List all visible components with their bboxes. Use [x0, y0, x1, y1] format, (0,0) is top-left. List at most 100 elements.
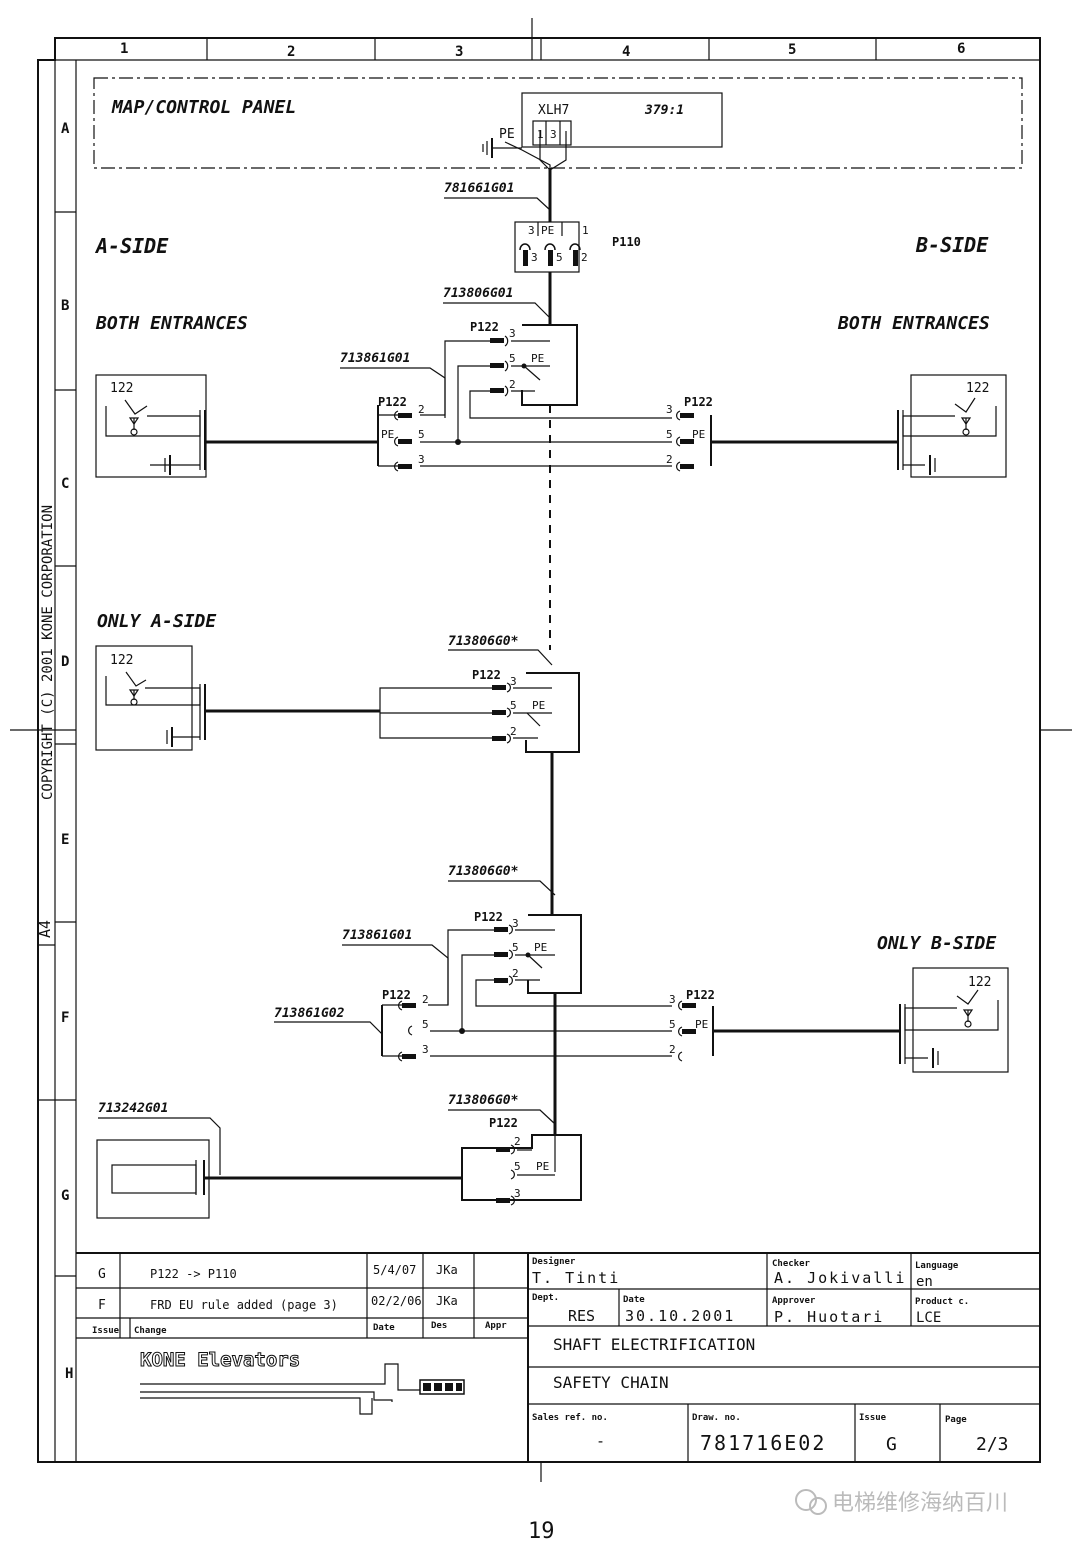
- rev-change: P122 -> P110: [150, 1267, 237, 1281]
- drawing-frame: [10, 18, 1072, 1482]
- drawing-number: 781716E02: [700, 1431, 826, 1455]
- pin-label: 3: [418, 453, 425, 466]
- door-switch-box-a: 122: [95, 374, 207, 478]
- company-name: KONE Elevators: [140, 1349, 300, 1371]
- column-label: 1: [120, 41, 128, 57]
- pin-label: 2: [669, 1043, 676, 1056]
- column-label: 5: [788, 42, 796, 58]
- column-label: 2: [287, 44, 295, 60]
- page-value: 2/3: [976, 1434, 1009, 1455]
- both-entrances-a-label: BOTH ENTRANCES: [95, 313, 248, 334]
- rev-designer: JKa: [436, 1294, 458, 1308]
- cable-label: 713806G0*: [448, 1093, 519, 1108]
- control-panel: MAP/CONTROL PANEL XLH7 379:1 1 3 PE: [93, 77, 1023, 171]
- field-label: Designer: [532, 1256, 576, 1267]
- pe-label: PE: [531, 352, 544, 365]
- dept-value: RES: [568, 1307, 595, 1325]
- connector-p122-b: P122 3 5 PE 2: [666, 395, 713, 472]
- pin-label: 5: [669, 1018, 676, 1031]
- field-label: Dept.: [532, 1293, 559, 1303]
- cable-label: 713861G01: [342, 928, 412, 943]
- field-label: Date: [623, 1295, 645, 1305]
- row-label: C: [61, 476, 69, 492]
- pin-label: 3: [512, 917, 519, 930]
- connector-p122-a: P122 2 5 3: [381, 988, 429, 1062]
- rev-issue: F: [98, 1298, 106, 1313]
- pin-label: 5: [512, 941, 519, 954]
- pe-label: PE: [692, 428, 705, 441]
- pe-label: PE: [534, 941, 547, 954]
- rev-header: Des: [431, 1321, 447, 1331]
- pin-label: 5: [514, 1160, 521, 1173]
- field-label: Draw. no.: [692, 1413, 741, 1423]
- pin-label: 5: [510, 699, 517, 712]
- row-label: F: [61, 1010, 69, 1026]
- connector-p110: 3 PE 1 3 5 2 P110: [514, 221, 641, 273]
- cable-label: 781661G01: [444, 181, 514, 196]
- cable-label: 713861G02: [274, 1006, 345, 1021]
- field-label: Product c.: [915, 1297, 969, 1307]
- rev-change: FRD EU rule added (page 3): [150, 1298, 338, 1312]
- pe-label: PE: [499, 127, 515, 142]
- pin-label: 1: [582, 224, 589, 237]
- end-device: [96, 1139, 210, 1219]
- wechat-icon: [795, 1489, 817, 1511]
- language-value: en: [916, 1274, 933, 1290]
- switch-label: 122: [966, 381, 989, 396]
- pin-label: 5: [666, 428, 673, 441]
- row-label: E: [61, 832, 69, 848]
- pin-label: 3: [514, 1187, 521, 1200]
- junction-box: P122 2 5 PE 3: [461, 1116, 582, 1206]
- product-value: LCE: [916, 1310, 941, 1326]
- cable-label: 713806G0*: [448, 634, 519, 649]
- rev-header: Appr: [485, 1321, 507, 1331]
- p110-label: P110: [612, 235, 641, 249]
- pin-label: 2: [512, 967, 519, 980]
- pe-label: PE: [695, 1018, 708, 1031]
- pin-label: 2: [510, 725, 517, 738]
- pin-label: 5: [556, 251, 563, 264]
- p122-label: P122: [489, 1116, 518, 1130]
- watermark: 电梯维修海纳百川: [795, 1489, 1008, 1516]
- door-switch-box-a: 122: [95, 645, 206, 751]
- pin-label: 3: [669, 993, 676, 1006]
- date-value: 30.10.2001: [625, 1307, 735, 1325]
- title-block: [76, 1252, 1040, 1462]
- only-b-side-label: ONLY B-SIDE: [877, 933, 996, 954]
- pin-label: 2: [422, 993, 429, 1006]
- row-label: G: [61, 1188, 69, 1204]
- pin-label: 2: [514, 1135, 521, 1148]
- p122-label: P122: [378, 395, 407, 409]
- pin-label: 3: [510, 675, 517, 688]
- rev-date: 02/2/06: [371, 1294, 422, 1308]
- rev-header: Change: [134, 1326, 167, 1336]
- junction-box: P122 3 5 PE 2: [472, 668, 580, 753]
- column-label: 6: [957, 41, 965, 57]
- only-a-side-label: ONLY A-SIDE: [97, 611, 216, 632]
- connector-p122-a: P122 2 PE 5 3: [377, 395, 425, 472]
- p122-label: P122: [382, 988, 411, 1002]
- pin-label: 3: [528, 224, 535, 237]
- control-panel-title: MAP/CONTROL PANEL: [111, 97, 296, 118]
- pin-label: 5: [422, 1018, 429, 1031]
- switch-label: 122: [110, 381, 133, 396]
- issue-value: G: [886, 1434, 897, 1455]
- junction-box: P122 3 5 PE 2: [474, 910, 582, 994]
- field-label: Sales ref. no.: [532, 1413, 608, 1423]
- pin-label: 3: [666, 403, 673, 416]
- rev-header: Date: [373, 1323, 395, 1333]
- junction-box: P122 3 5 PE 2: [470, 320, 578, 406]
- door-switch-box-b: 122: [899, 967, 1009, 1073]
- pin-label: 3: [509, 327, 516, 340]
- pin-label: 5: [509, 352, 516, 365]
- drawing-title-1: SHAFT ELECTRIFICATION: [553, 1335, 755, 1354]
- rev-header: Issue: [92, 1326, 120, 1336]
- rev-designer: JKa: [436, 1263, 458, 1277]
- b-side-label: B-SIDE: [915, 233, 989, 257]
- column-label: 4: [622, 44, 630, 60]
- field-label: Issue: [859, 1413, 887, 1423]
- watermark-text: 电梯维修海纳百川: [832, 1491, 1008, 1516]
- p122-label: P122: [474, 910, 503, 924]
